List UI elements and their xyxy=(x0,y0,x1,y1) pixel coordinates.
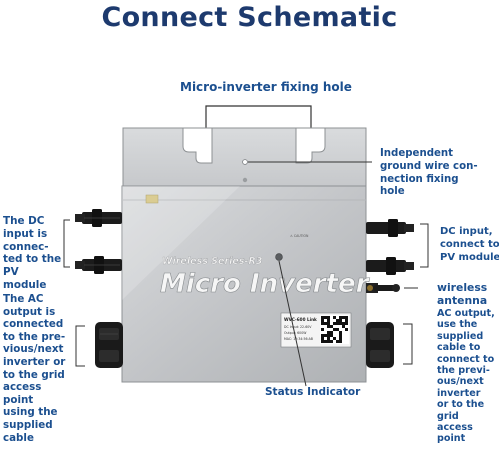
qr-module xyxy=(324,316,327,319)
mounting-slot-right xyxy=(295,127,326,164)
inverter-housing: Wireless Series-R3 Micro Inverter ⚠ CAUT… xyxy=(121,185,371,383)
status-indicator-label: Status Indicator xyxy=(265,386,361,398)
dc-right-label: DC input, connect to PV modules xyxy=(440,226,499,263)
dc-connector-left-top xyxy=(75,209,122,227)
spec-label: WVC-600 Link DC Input: 22-60V Output: 60… xyxy=(280,312,352,348)
warning-sticker xyxy=(145,194,159,204)
qr-module xyxy=(333,337,336,340)
qr-module xyxy=(333,328,336,331)
qr-module xyxy=(336,319,339,322)
spec-line-2: Output: 600W xyxy=(284,331,307,335)
qr-module xyxy=(339,331,342,334)
qr-module xyxy=(336,340,339,343)
spec-line-3: MAC: 12:34:56:AB xyxy=(284,337,313,341)
qr-module xyxy=(321,334,324,337)
qr-module xyxy=(339,340,342,343)
qr-module xyxy=(327,319,330,322)
qr-module xyxy=(321,319,324,322)
qr-module xyxy=(327,337,330,340)
small-warning-text: ⚠ CAUTION xyxy=(290,234,309,238)
qr-module xyxy=(339,322,342,325)
ac-right-label: AC output, use the supplied cable to con… xyxy=(437,308,495,445)
qr-module xyxy=(321,328,324,331)
qr-module xyxy=(345,328,348,331)
dc-left-label: The DC input is connec- ted to the PV mo… xyxy=(3,215,62,291)
page-title: Connect Schematic xyxy=(101,2,398,33)
ac-connector-left xyxy=(95,322,123,368)
qr-module xyxy=(330,325,333,328)
ac-connector-right xyxy=(366,322,394,368)
model-text: WVC-600 Link xyxy=(284,317,317,322)
qr-module xyxy=(321,322,324,325)
mounting-slot-left xyxy=(182,127,213,164)
qr-module xyxy=(327,325,330,328)
wireless-antenna xyxy=(366,283,400,293)
qr-module xyxy=(327,316,330,319)
qr-module xyxy=(339,316,342,319)
qr-code xyxy=(320,315,349,344)
wireless-antenna-label: wireless antenna xyxy=(437,281,488,307)
spec-line-1: DC Input: 22-60V xyxy=(284,325,312,329)
qr-module xyxy=(345,319,348,322)
mounting-plate xyxy=(122,127,367,201)
qr-module xyxy=(336,328,339,331)
qr-module xyxy=(333,322,336,325)
qr-module xyxy=(339,337,342,340)
qr-module xyxy=(342,316,345,319)
qr-module xyxy=(321,340,324,343)
qr-module xyxy=(339,319,342,322)
qr-module xyxy=(339,334,342,337)
status-led xyxy=(275,253,283,261)
qr-module xyxy=(330,340,333,343)
brand-name-text: Micro Inverter xyxy=(160,269,371,299)
qr-module xyxy=(330,334,333,337)
ground-hole xyxy=(242,159,248,165)
qr-module xyxy=(333,316,336,319)
ac-left-label: The AC output is connected to the pre- v… xyxy=(3,293,66,444)
qr-module xyxy=(321,337,324,340)
dc-connector-right-bottom xyxy=(366,257,414,275)
qr-module xyxy=(342,322,345,325)
plate-screw xyxy=(242,177,248,183)
dc-right-bracket xyxy=(420,223,429,268)
qr-module xyxy=(330,331,333,334)
series-text: Wireless Series-R3 xyxy=(162,256,263,267)
fixing-hole-bracket-line xyxy=(205,105,312,135)
qr-module xyxy=(327,340,330,343)
dc-left-bracket xyxy=(63,219,70,268)
status-leader xyxy=(278,260,307,387)
qr-module xyxy=(336,322,339,325)
qr-module xyxy=(321,316,324,319)
qr-module xyxy=(324,340,327,343)
qr-module xyxy=(327,331,330,334)
ac-right-bracket xyxy=(403,323,413,365)
qr-module xyxy=(324,334,327,337)
fixing-hole-label: Micro-inverter fixing hole xyxy=(180,80,352,94)
ground-hole-label: Independent ground wire con- nection fix… xyxy=(380,148,478,198)
qr-module xyxy=(324,322,327,325)
qr-module xyxy=(327,322,330,325)
ac-left-bracket xyxy=(75,325,85,367)
qr-module xyxy=(327,334,330,337)
dc-connector-right-top xyxy=(366,219,414,237)
dc-connector-left-bottom xyxy=(75,256,122,274)
qr-module xyxy=(342,325,345,328)
qr-module xyxy=(345,322,348,325)
qr-module xyxy=(345,316,348,319)
